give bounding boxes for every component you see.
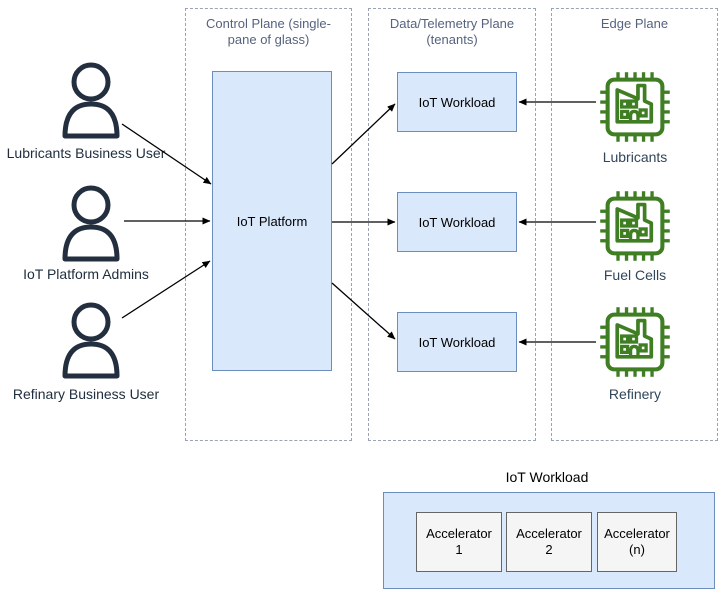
edge-plane-title: Edge Plane [600, 16, 669, 31]
accelerator-box-2: Accelerator 2 [506, 512, 592, 572]
workload-detail-title: IoT Workload [505, 469, 589, 485]
iot-workload-label-1: IoT Workload [418, 94, 496, 110]
accelerator-box-1: Accelerator 1 [416, 512, 502, 572]
accelerator-label-n: Accelerator (n) [604, 526, 670, 557]
user-icon-refinary-business-user [62, 302, 120, 379]
iot-workload-node-3: IoT Workload [397, 312, 517, 372]
accelerator-box-n: Accelerator (n) [597, 512, 677, 572]
edge-chip-icon-refinery [600, 307, 670, 377]
iot-platform-node: IoT Platform [212, 71, 332, 371]
edge-chip-icon-lubricants [600, 72, 670, 142]
edge-label-fuel-cells: Fuel Cells [603, 267, 667, 283]
iot-workload-label-2: IoT Workload [418, 214, 496, 230]
iot-workload-node-1: IoT Workload [397, 72, 517, 132]
user-label-lubricants-business-user: Lubricants Business User [6, 145, 166, 161]
data-telemetry-plane-title: Data/Telemetry Plane (tenants) [389, 16, 515, 47]
edge-plane-group: Edge Plane [551, 8, 718, 441]
iot-platform-label: IoT Platform [236, 213, 308, 229]
iot-workload-label-3: IoT Workload [418, 334, 496, 350]
control-plane-group: Control Plane (single-pane of glass) [185, 8, 352, 441]
user-icon-lubricants-business-user [62, 62, 120, 139]
edge-label-lubricants: Lubricants [602, 149, 668, 165]
edge-chip-icon-fuel-cells [600, 191, 670, 261]
user-icon-iot-platform-admins [62, 185, 120, 262]
data-telemetry-plane-group: Data/Telemetry Plane (tenants) [368, 8, 536, 441]
iot-workload-node-2: IoT Workload [397, 192, 517, 252]
user-label-refinary-business-user: Refinary Business User [12, 386, 160, 402]
user-label-iot-platform-admins: IoT Platform Admins [23, 266, 149, 282]
edge-label-refinery: Refinery [608, 386, 662, 402]
control-plane-title: Control Plane (single-pane of glass) [205, 16, 331, 47]
accelerator-label-1: Accelerator 1 [426, 526, 492, 557]
accelerator-label-2: Accelerator 2 [516, 526, 582, 557]
